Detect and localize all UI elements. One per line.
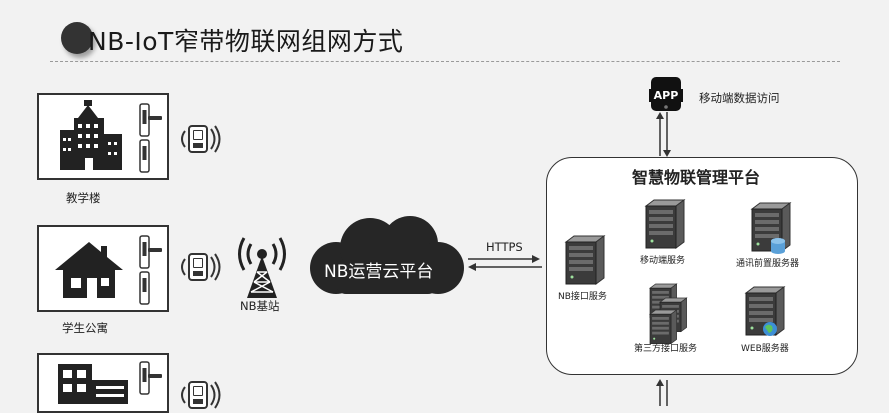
nb-reader-icon: [181, 125, 221, 153]
bidirectional-arrow-icon: [468, 255, 542, 271]
server-label-mobile: 移动端服务: [640, 256, 686, 266]
door-lock-icon: [139, 235, 163, 305]
office-building-icon: [60, 100, 122, 170]
cloud-label: NB运营云平台: [324, 262, 434, 282]
server-label-web: WEB服务器: [741, 344, 789, 354]
server-db-icon: [751, 202, 791, 254]
app-icon-text: APP: [649, 89, 683, 102]
web-server-icon: [745, 286, 785, 336]
https-label: HTTPS: [486, 240, 523, 254]
cloud-icon: [310, 216, 464, 294]
bottom-arrows-icon: [656, 379, 668, 406]
server-cluster-icon: [649, 283, 687, 344]
title-bullet-icon: [61, 22, 93, 54]
house-icon: [55, 242, 123, 298]
server-icon: [645, 199, 685, 249]
building-label-teaching: 教学楼: [66, 191, 101, 205]
door-lock-icon: [139, 361, 163, 395]
app-arrows-icon: [656, 112, 671, 157]
server-label-nb: NB接口服务: [558, 292, 607, 302]
server-label-third: 第三方接口服务: [634, 344, 698, 354]
server-label-comm: 通讯前置服务器: [736, 259, 800, 269]
building-label-dorm: 学生公寓: [62, 321, 108, 335]
page-title: NB-IoT窄带物联网组网方式: [88, 27, 404, 56]
platform-title: 智慧物联管理平台: [632, 168, 761, 187]
nb-reader-icon: [181, 253, 221, 281]
apartment-building-icon: [58, 364, 128, 404]
server-icon: [565, 235, 605, 285]
app-label: 移动端数据访问: [699, 91, 780, 105]
door-lock-icon: [139, 103, 163, 173]
base-station-label: NB基站: [240, 299, 280, 313]
cell-tower-icon: [238, 237, 286, 298]
title-divider: [50, 61, 840, 62]
nb-reader-icon: [181, 381, 221, 409]
platform-container: [546, 157, 858, 375]
